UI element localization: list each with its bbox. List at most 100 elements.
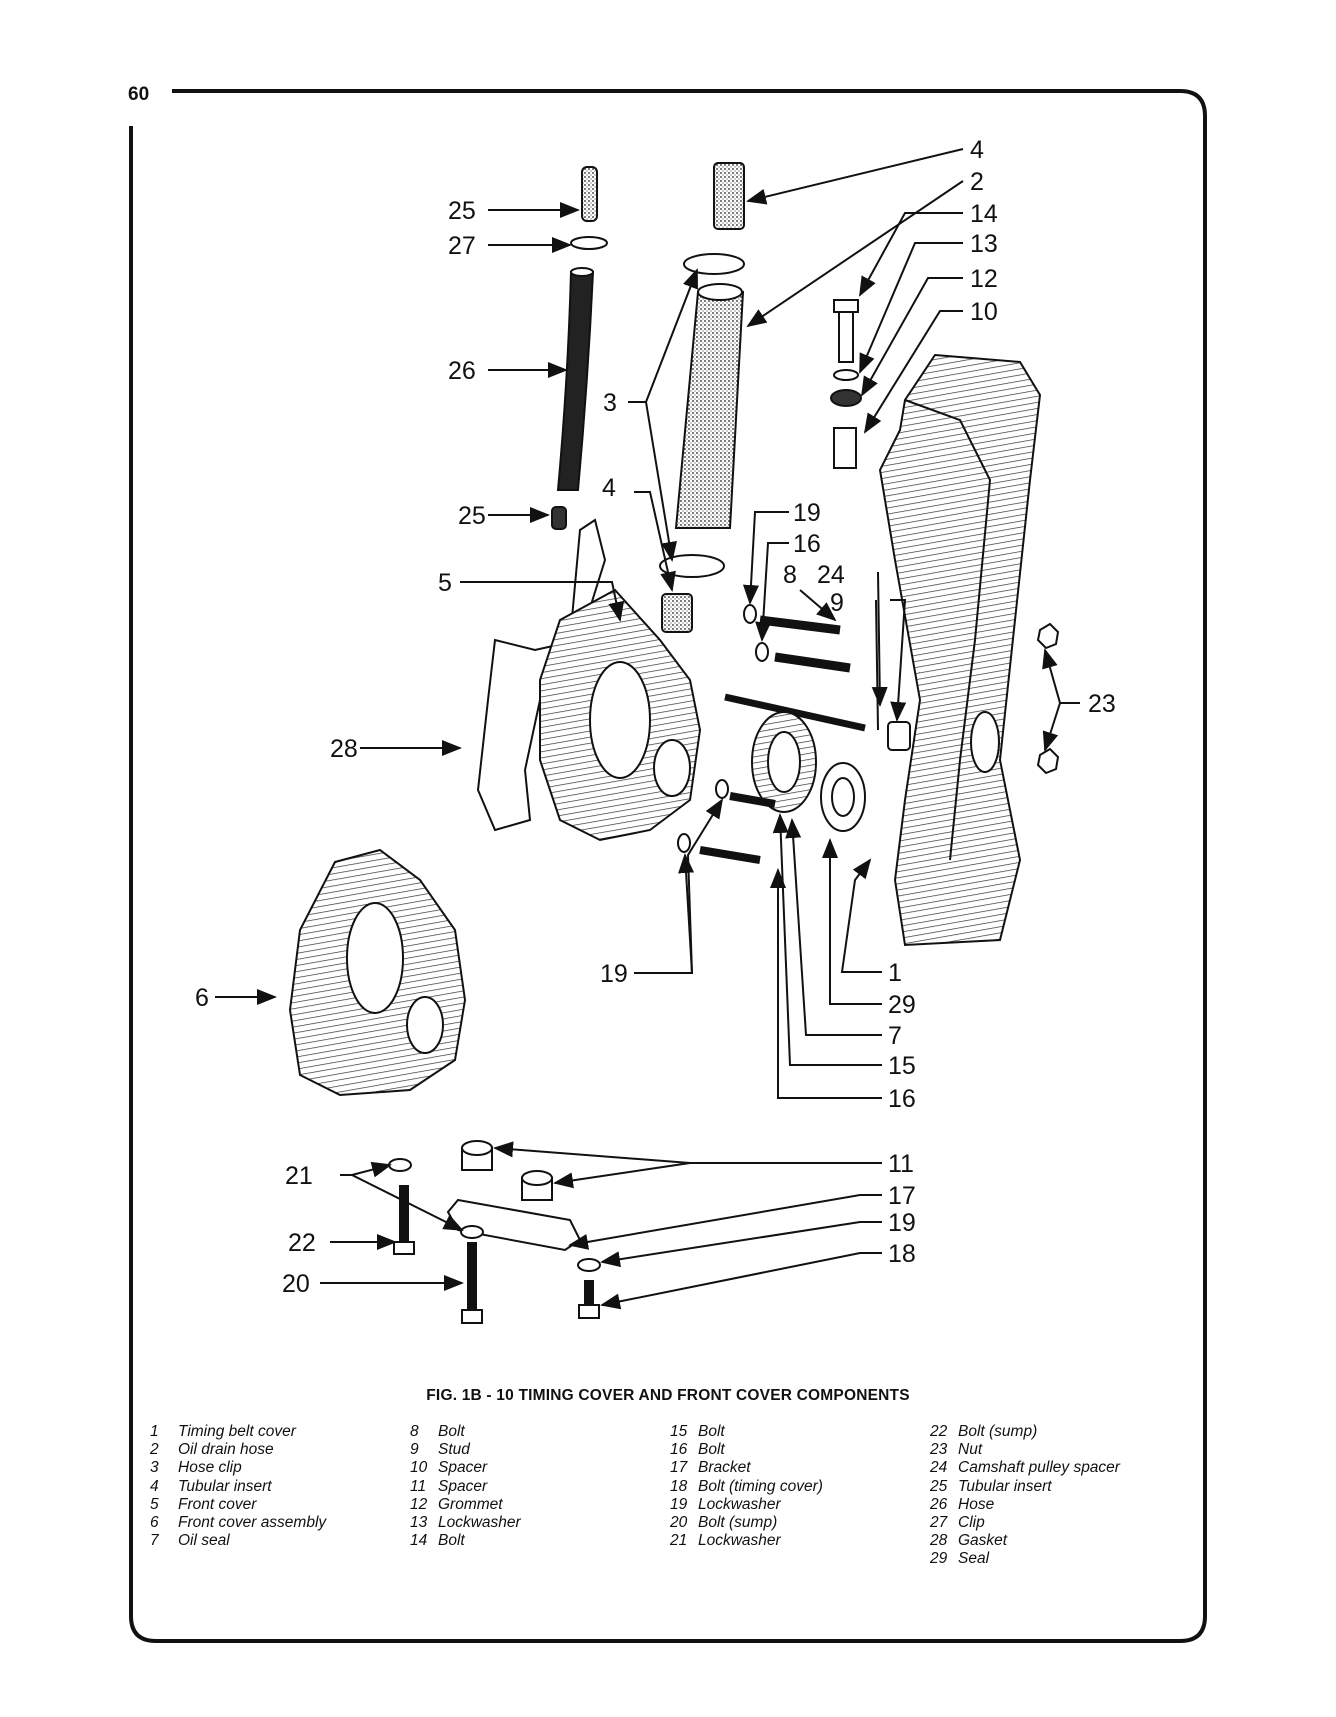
hose-clip-3-top: [683, 253, 745, 275]
legend-item: 22 Bolt (sump): [930, 1423, 1190, 1441]
legend-item-number: 26: [930, 1495, 948, 1513]
callout-25-bottom: 25: [458, 502, 486, 530]
nut-23-bottom: [1036, 747, 1060, 775]
hose-clip-3-bottom: [659, 554, 725, 578]
legend-item-number: 3: [150, 1459, 159, 1477]
legend-item-label: Spacer: [438, 1477, 488, 1495]
callout-2: 2: [970, 168, 984, 196]
legend-item-label: Nut: [958, 1441, 983, 1459]
legend-item: 27 Clip: [930, 1514, 1190, 1532]
legend-item-number: 11: [410, 1477, 427, 1495]
legend-item-number: 10: [410, 1459, 428, 1477]
bolt-15: [729, 792, 776, 808]
legend-item-label: Bolt (sump): [958, 1423, 1038, 1440]
legend-item-label: Lockwasher: [698, 1495, 781, 1513]
tubular-insert-4-top: [713, 162, 745, 230]
callout-19-a: 19: [793, 499, 821, 527]
legend-item-label: Seal: [958, 1550, 990, 1568]
legend-item: 13 Lockwasher: [410, 1514, 670, 1532]
legend-item-number: 12: [410, 1495, 428, 1513]
legend-item: 4 Tubular insert: [150, 1478, 410, 1496]
legend-item-number: 8: [410, 1423, 419, 1440]
lockwasher-19-d: [677, 833, 691, 853]
lockwasher-19-c: [715, 779, 729, 799]
legend-item-number: 6: [150, 1514, 159, 1532]
callout-16-upper: 16: [793, 530, 821, 558]
legend-item-label: Spacer: [438, 1459, 488, 1477]
legend-item-label: Stud: [438, 1441, 470, 1459]
callout-21: 21: [285, 1162, 313, 1190]
callout-4-top: 4: [970, 136, 984, 164]
lockwasher-19-a: [743, 604, 757, 624]
legend-item-label: Bolt: [438, 1532, 465, 1550]
legend-item-number: 22: [930, 1423, 948, 1440]
legend-item-label: Front cover assembly: [178, 1514, 327, 1532]
callout-9: 9: [830, 589, 844, 617]
legend-item-number: 21: [670, 1532, 688, 1550]
legend-item-label: Bracket: [698, 1459, 751, 1477]
callout-23: 23: [1088, 690, 1116, 718]
legend-item-number: 2: [150, 1441, 159, 1459]
nut-23-top: [1036, 622, 1060, 650]
callout-13: 13: [970, 230, 998, 258]
tubular-insert-4-lower: [661, 593, 693, 633]
legend-item-label: Lockwasher: [438, 1514, 521, 1532]
callout-18: 18: [888, 1240, 916, 1268]
callout-4-lower: 4: [602, 474, 616, 502]
callout-26: 26: [448, 357, 476, 385]
callout-29: 29: [888, 991, 916, 1019]
legend-item-number: 27: [930, 1514, 948, 1532]
legend-item-number: 17: [670, 1459, 688, 1477]
bolt-16-lower: [699, 846, 761, 864]
bolt-16-upper: [774, 652, 851, 673]
legend-item: 29 Seal: [930, 1550, 1190, 1568]
callout-24: 24: [817, 561, 845, 589]
legend-item-number: 20: [670, 1514, 688, 1532]
callout-15: 15: [888, 1052, 916, 1080]
legend-item-label: Tubular insert: [178, 1477, 272, 1495]
callout-12: 12: [970, 265, 998, 293]
legend-item: 12 Grommet: [410, 1496, 670, 1514]
legend-item-number: 14: [410, 1532, 428, 1550]
legend-item-number: 18: [670, 1477, 688, 1495]
callout-10: 10: [970, 298, 998, 326]
lockwasher-13: [833, 369, 859, 381]
legend-item-number: 29: [930, 1550, 948, 1568]
legend-item-label: Oil drain hose: [178, 1441, 274, 1459]
legend-item-label: Timing belt cover: [178, 1423, 296, 1440]
callout-16-lower: 16: [888, 1085, 916, 1113]
bolt-8: [759, 615, 841, 635]
legend-item-label: Hose: [958, 1495, 995, 1513]
callout-11: 11: [888, 1150, 914, 1178]
legend-item-number: 4: [150, 1477, 159, 1495]
grommet-12: [830, 389, 862, 407]
callout-14: 14: [970, 200, 998, 228]
legend-item-number: 16: [670, 1441, 688, 1459]
legend-item-label: Grommet: [438, 1495, 503, 1513]
legend-item-number: 24: [930, 1459, 948, 1477]
legend-item-number: 13: [410, 1514, 428, 1532]
legend-item-label: Clip: [958, 1514, 985, 1532]
callout-25-top: 25: [448, 197, 476, 225]
legend-item: 11 Spacer: [410, 1478, 670, 1496]
callout-22: 22: [288, 1229, 316, 1257]
callout-27: 27: [448, 232, 476, 260]
tubular-insert-25-bottom: [551, 506, 567, 530]
stud-9: [724, 693, 866, 732]
figure-caption: FIG. 1B - 10 TIMING COVER AND FRONT COVE…: [426, 1387, 910, 1404]
legend-item-label: Oil seal: [178, 1532, 230, 1550]
